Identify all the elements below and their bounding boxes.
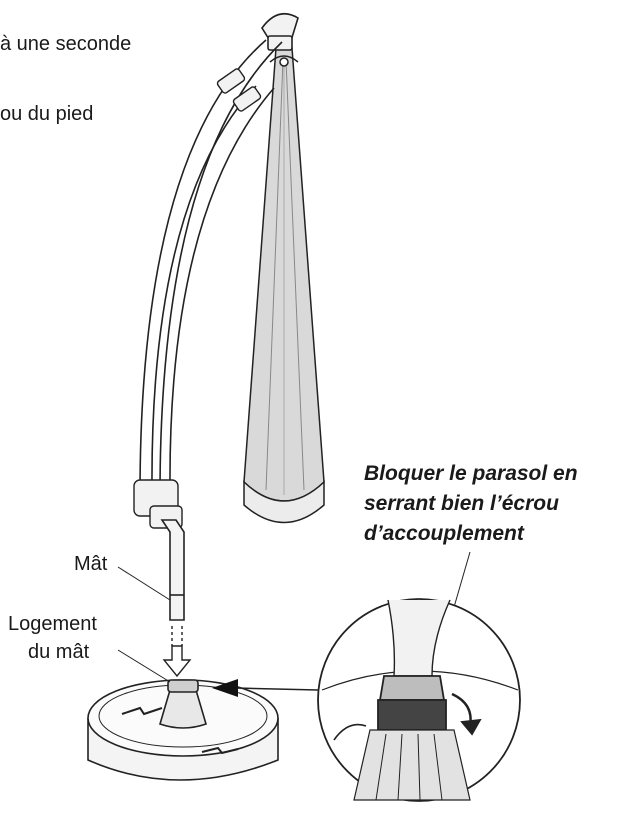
lock-callout-line-1: Bloquer le parasol en — [364, 462, 578, 485]
mast-insert-arrow — [162, 626, 192, 678]
mast-label: Mât — [74, 553, 108, 575]
instruction-text-line-1: à une seconde — [0, 33, 132, 55]
detail-arrow — [212, 679, 319, 697]
mast-socket-label-line-2: du mât — [28, 641, 90, 663]
parasol-base — [87, 679, 279, 781]
lock-callout-line-2: serrant bien l’écrou — [364, 492, 559, 515]
mast-socket-label-line-1: Logement — [8, 613, 97, 635]
arm-elbow — [261, 12, 299, 51]
lock-callout-line-3: d’accouplement — [364, 522, 524, 545]
folded-canopy — [243, 47, 325, 524]
detail-magnifier — [317, 598, 521, 802]
mast — [160, 519, 185, 621]
instruction-text-line-2: ou du pied — [0, 103, 94, 125]
